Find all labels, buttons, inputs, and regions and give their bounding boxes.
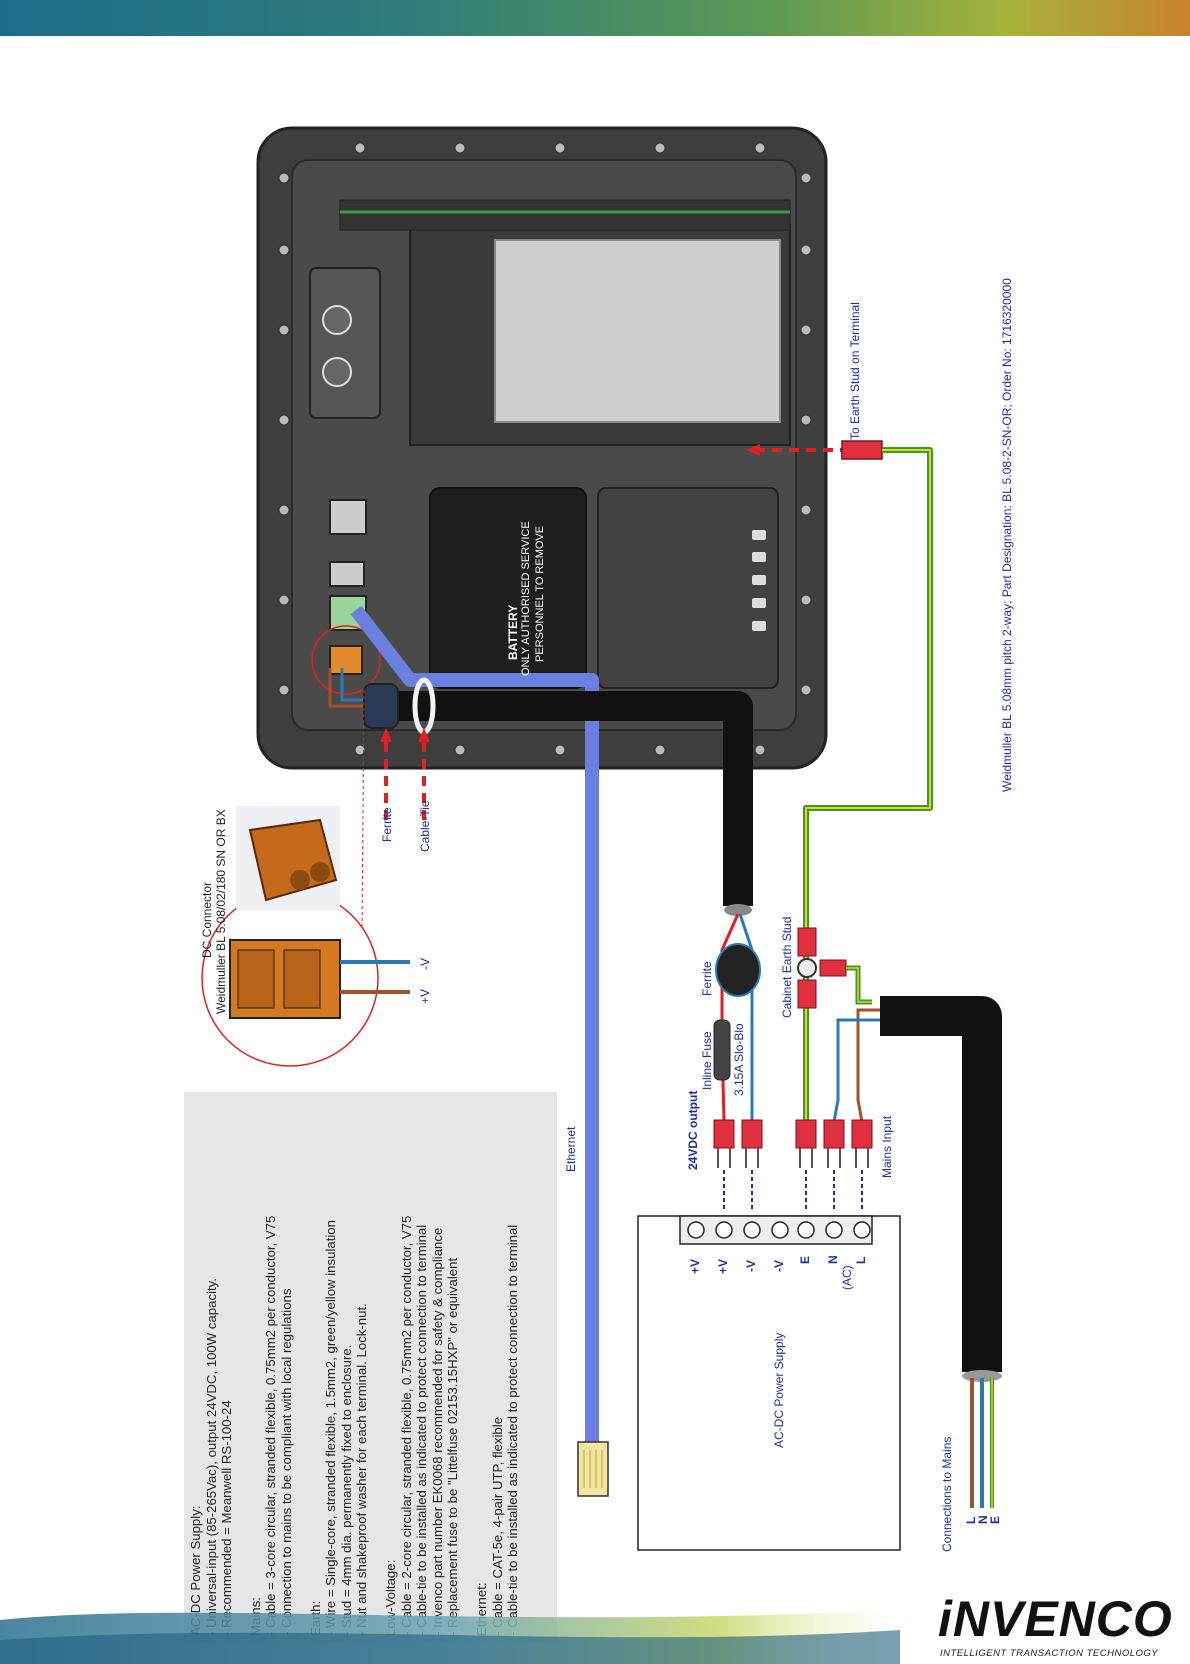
red-arrows bbox=[384, 448, 850, 820]
earth-stud-label: To Earth Stud on Terminal bbox=[848, 302, 862, 440]
ferrite-label: Ferrite bbox=[380, 807, 394, 842]
battery-line1: ONLY AUTHORISED SERVICE bbox=[520, 521, 532, 676]
control-panel bbox=[309, 267, 381, 419]
cabinet-earth-stud bbox=[797, 958, 817, 978]
notes-low-voltage: Low-Voltage: - Cable = 2-core circular, … bbox=[383, 1098, 461, 1636]
psu-terminal-screws bbox=[687, 1221, 871, 1239]
notes-heading: Mains: bbox=[248, 1098, 264, 1636]
notes-line: - Cable = 3-core circular, stranded flex… bbox=[263, 1215, 279, 1636]
notes-mains: Mains: - Cable = 3-core circular, strand… bbox=[248, 1098, 295, 1636]
paper-roll bbox=[494, 239, 781, 423]
notes-line: - Invenco part number EK0068 recommended… bbox=[429, 1227, 445, 1636]
ethernet-label: Ethernet bbox=[564, 1126, 578, 1172]
notes-line: - Universal-input (85-265Vac), output 24… bbox=[203, 1278, 219, 1636]
mains-cable bbox=[880, 996, 1002, 1372]
header-gradient-bar bbox=[0, 0, 1190, 36]
psu-label: AC-DC Power Supply bbox=[772, 1332, 786, 1448]
battery-line2: PERSONNEL TO REMOVE bbox=[534, 525, 546, 662]
notes-heading: AC-DC Power Supply: bbox=[188, 1505, 203, 1636]
dc-power-port bbox=[329, 645, 363, 675]
notes-line: - Wire = Single-core, stranded flexible,… bbox=[323, 1220, 339, 1636]
notes-line: - Cable-tie to be installed as indicated… bbox=[505, 1224, 521, 1636]
notes-text: AC-DC Power Supply: - Universal-input (8… bbox=[184, 1092, 557, 1642]
logo-wordmark: iNVENCO bbox=[938, 1591, 1173, 1647]
psu-terminal-label: L bbox=[854, 1256, 868, 1264]
fuse-rating-label: 3.15A Slo-Blo bbox=[732, 1023, 746, 1096]
usb-port bbox=[329, 561, 365, 587]
cut-button-icon bbox=[322, 357, 352, 387]
low-voltage-cable bbox=[370, 691, 753, 906]
battery-title: BATTERY bbox=[506, 604, 520, 660]
notes-earth: Earth: - Wire = Single-core, stranded fl… bbox=[308, 1098, 370, 1636]
side-panel bbox=[597, 487, 779, 689]
weidmuller-note: Weidmuller BL 5.08mm pitch 2-way; Part D… bbox=[1000, 278, 1014, 792]
notes-line: - Connection to mains to be compliant wi… bbox=[278, 1288, 294, 1636]
earth-crimp-terminal bbox=[841, 440, 883, 460]
notes-line: - Cable = CAT-5e, 4-pair UTP, flexible bbox=[489, 1416, 505, 1636]
mains-input-label: Mains Input bbox=[880, 1115, 894, 1178]
ferrite-lv-label: Ferrite bbox=[700, 961, 714, 996]
feed-button-icon bbox=[322, 305, 352, 335]
notes-line: - Cable = 2-core circular, stranded flex… bbox=[398, 1215, 414, 1636]
notes-line: - Replacement fuse to be "Littelfuse 021… bbox=[445, 1257, 461, 1636]
ferrite-terminal bbox=[363, 683, 399, 729]
rj45-plug bbox=[577, 1441, 609, 1497]
led-indicators bbox=[752, 530, 766, 631]
psu-terminal-label: -V bbox=[744, 1260, 758, 1272]
dc-connector-part-label: Weidmuller BL 5.08/02/180 SN OR BX bbox=[214, 809, 228, 1014]
battery-panel bbox=[429, 487, 587, 689]
minus-v-label: -V bbox=[418, 958, 432, 970]
rj45-port bbox=[329, 499, 367, 535]
invenco-logo: iNVENCO INTELLIGENT TRANSACTION TECHNOLO… bbox=[928, 1590, 1172, 1660]
footer-wave bbox=[0, 1610, 900, 1664]
cabinet-earth-crimp-bottom bbox=[797, 979, 817, 1009]
connections-to-mains-label: Connections to Mains bbox=[940, 1436, 954, 1552]
notes-heading: Earth: bbox=[308, 1098, 324, 1636]
notes-heading: Ethernet: bbox=[473, 1582, 489, 1636]
inline-fuse-label: Inline Fuse bbox=[700, 1031, 714, 1090]
plus-v-label: +V bbox=[418, 988, 432, 1004]
mains-letter: E bbox=[988, 1515, 1002, 1524]
inline-fuse bbox=[713, 1019, 731, 1081]
notes-line: - Stud = 4mm dia. permanently fixed to e… bbox=[338, 1344, 354, 1636]
output-24v-label: 24VDC output bbox=[686, 1090, 700, 1170]
notes-line: - Cable-tie to be installed as indicated… bbox=[414, 1224, 430, 1636]
notes-ethernet: Ethernet: - Cable = CAT-5e, 4-pair UTP, … bbox=[474, 1098, 521, 1636]
psu-terminal-label: N bbox=[826, 1255, 840, 1264]
enclosure-screws bbox=[278, 142, 812, 756]
psu-terminal-label: -V bbox=[772, 1260, 786, 1272]
psu-terminal-label: E bbox=[798, 1255, 812, 1264]
psu-ac-label: (AC) bbox=[840, 1265, 854, 1290]
notes-heading: Low-Voltage: bbox=[382, 1559, 398, 1636]
cabinet-earth-crimp-top bbox=[797, 927, 817, 957]
notes-power-supply: AC-DC Power Supply: - Universal-input (8… bbox=[188, 1098, 235, 1636]
ethernet-cable bbox=[350, 605, 599, 1445]
ferrite-lv bbox=[715, 943, 761, 997]
notes-line: - Recommended = Meanwell RS-100-24 bbox=[219, 1400, 235, 1636]
notes-line: - Nut and shakeproof washer for each ter… bbox=[354, 1303, 370, 1636]
dc-connector-label: DC Connector bbox=[200, 881, 214, 958]
notes-panel: AC-DC Power Supply: - Universal-input (8… bbox=[184, 1092, 557, 1642]
psu-terminal-label: +V bbox=[688, 1258, 702, 1274]
logo-tagline: INTELLIGENT TRANSACTION TECHNOLOGY bbox=[940, 1648, 1159, 1659]
cable-tie-label: Cable-Tie bbox=[418, 800, 432, 852]
spade-crimps bbox=[713, 1119, 873, 1149]
mains-wire-ends bbox=[970, 1378, 994, 1508]
psu-terminal-label: +V bbox=[716, 1258, 730, 1274]
dc-port-highlight bbox=[311, 625, 381, 695]
cabinet-earth-stud-label: Cabinet Earth Stud bbox=[780, 916, 794, 1018]
psu-box bbox=[637, 1215, 901, 1551]
